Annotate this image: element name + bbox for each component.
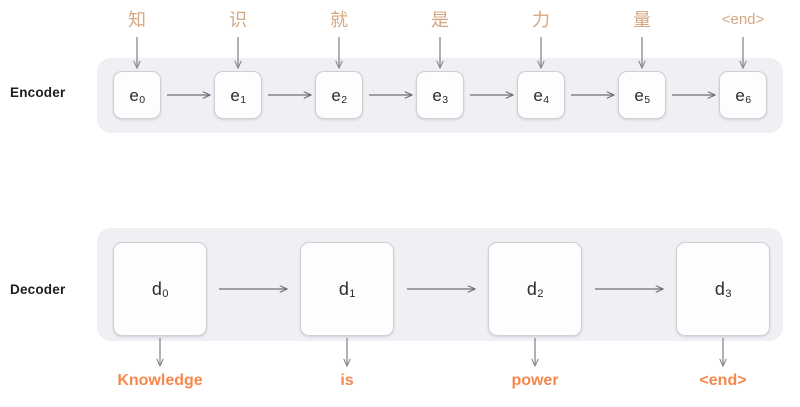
output-token-text: power — [511, 372, 559, 389]
decoder-cell-label: d0 — [151, 278, 169, 301]
decoder-cell-label: d1 — [338, 278, 356, 301]
output-token-0: Knowledge — [80, 371, 240, 390]
output-token-2: power — [455, 371, 615, 390]
source-token-4: 力 — [496, 9, 586, 32]
encoder-cell-label: e3 — [432, 85, 449, 106]
decoder-panel — [97, 228, 783, 341]
source-token-0: 知 — [92, 9, 182, 32]
source-token-3: 是 — [395, 9, 485, 32]
source-token-2: 就 — [294, 9, 384, 32]
encoder-cell-e4[interactable]: e4 — [517, 71, 565, 119]
encoder-cell-label: e0 — [129, 85, 146, 106]
source-token-text: 是 — [431, 10, 449, 30]
output-token-text: Knowledge — [117, 372, 203, 389]
encoder-cell-label: e2 — [331, 85, 348, 106]
source-token-text: 就 — [330, 10, 348, 30]
encoder-cell-e2[interactable]: e2 — [315, 71, 363, 119]
output-token-3: <end> — [643, 371, 800, 390]
decoder-cell-d3[interactable]: d3 — [676, 242, 770, 336]
source-token-6: <end> — [698, 11, 788, 30]
output-token-text: <end> — [699, 372, 747, 389]
source-token-text: 知 — [128, 10, 146, 30]
decoder-cell-d0[interactable]: d0 — [113, 242, 207, 336]
encoder-cell-e3[interactable]: e3 — [416, 71, 464, 119]
encoder-cell-label: e4 — [533, 85, 550, 106]
decoder-row-label: Decoder — [10, 282, 66, 297]
decoder-cell-d1[interactable]: d1 — [300, 242, 394, 336]
source-token-text: 量 — [633, 10, 651, 30]
source-token-text: 力 — [532, 10, 550, 30]
source-token-text: <end> — [721, 11, 765, 28]
output-token-1: is — [267, 371, 427, 390]
encoder-cell-e0[interactable]: e0 — [113, 71, 161, 119]
encoder-row-label: Encoder — [10, 85, 66, 100]
encoder-cell-e5[interactable]: e5 — [618, 71, 666, 119]
source-token-1: 识 — [193, 9, 283, 32]
decoder-cell-label: d3 — [714, 278, 732, 301]
decoder-output-arrows — [160, 338, 723, 366]
encoder-cell-label: e1 — [230, 85, 247, 106]
output-token-text: is — [340, 372, 354, 389]
encoder-cell-label: e6 — [735, 85, 752, 106]
source-token-5: 量 — [597, 9, 687, 32]
decoder-cell-d2[interactable]: d2 — [488, 242, 582, 336]
encoder-cell-e1[interactable]: e1 — [214, 71, 262, 119]
source-token-text: 识 — [229, 10, 247, 30]
decoder-cell-label: d2 — [526, 278, 544, 301]
encoder-cell-e6[interactable]: e6 — [719, 71, 767, 119]
encoder-cell-label: e5 — [634, 85, 651, 106]
